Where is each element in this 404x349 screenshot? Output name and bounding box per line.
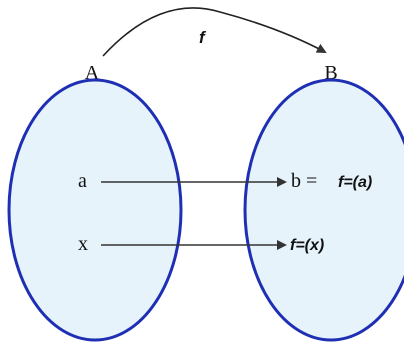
domain-element-a: a — [78, 170, 87, 192]
codomain-b-expression: f=(a) — [338, 174, 372, 191]
set-b-ellipse — [243, 78, 404, 342]
set-b-label: B — [324, 62, 337, 84]
function-arc-arrow — [102, 7, 327, 57]
function-label: f — [199, 28, 207, 47]
set-a-ellipse — [7, 78, 183, 342]
domain-element-x: x — [78, 233, 88, 255]
codomain-b-prefix: b = — [291, 170, 317, 192]
set-a-label: A — [85, 62, 100, 84]
codomain-x-expression: f=(x) — [290, 237, 324, 254]
